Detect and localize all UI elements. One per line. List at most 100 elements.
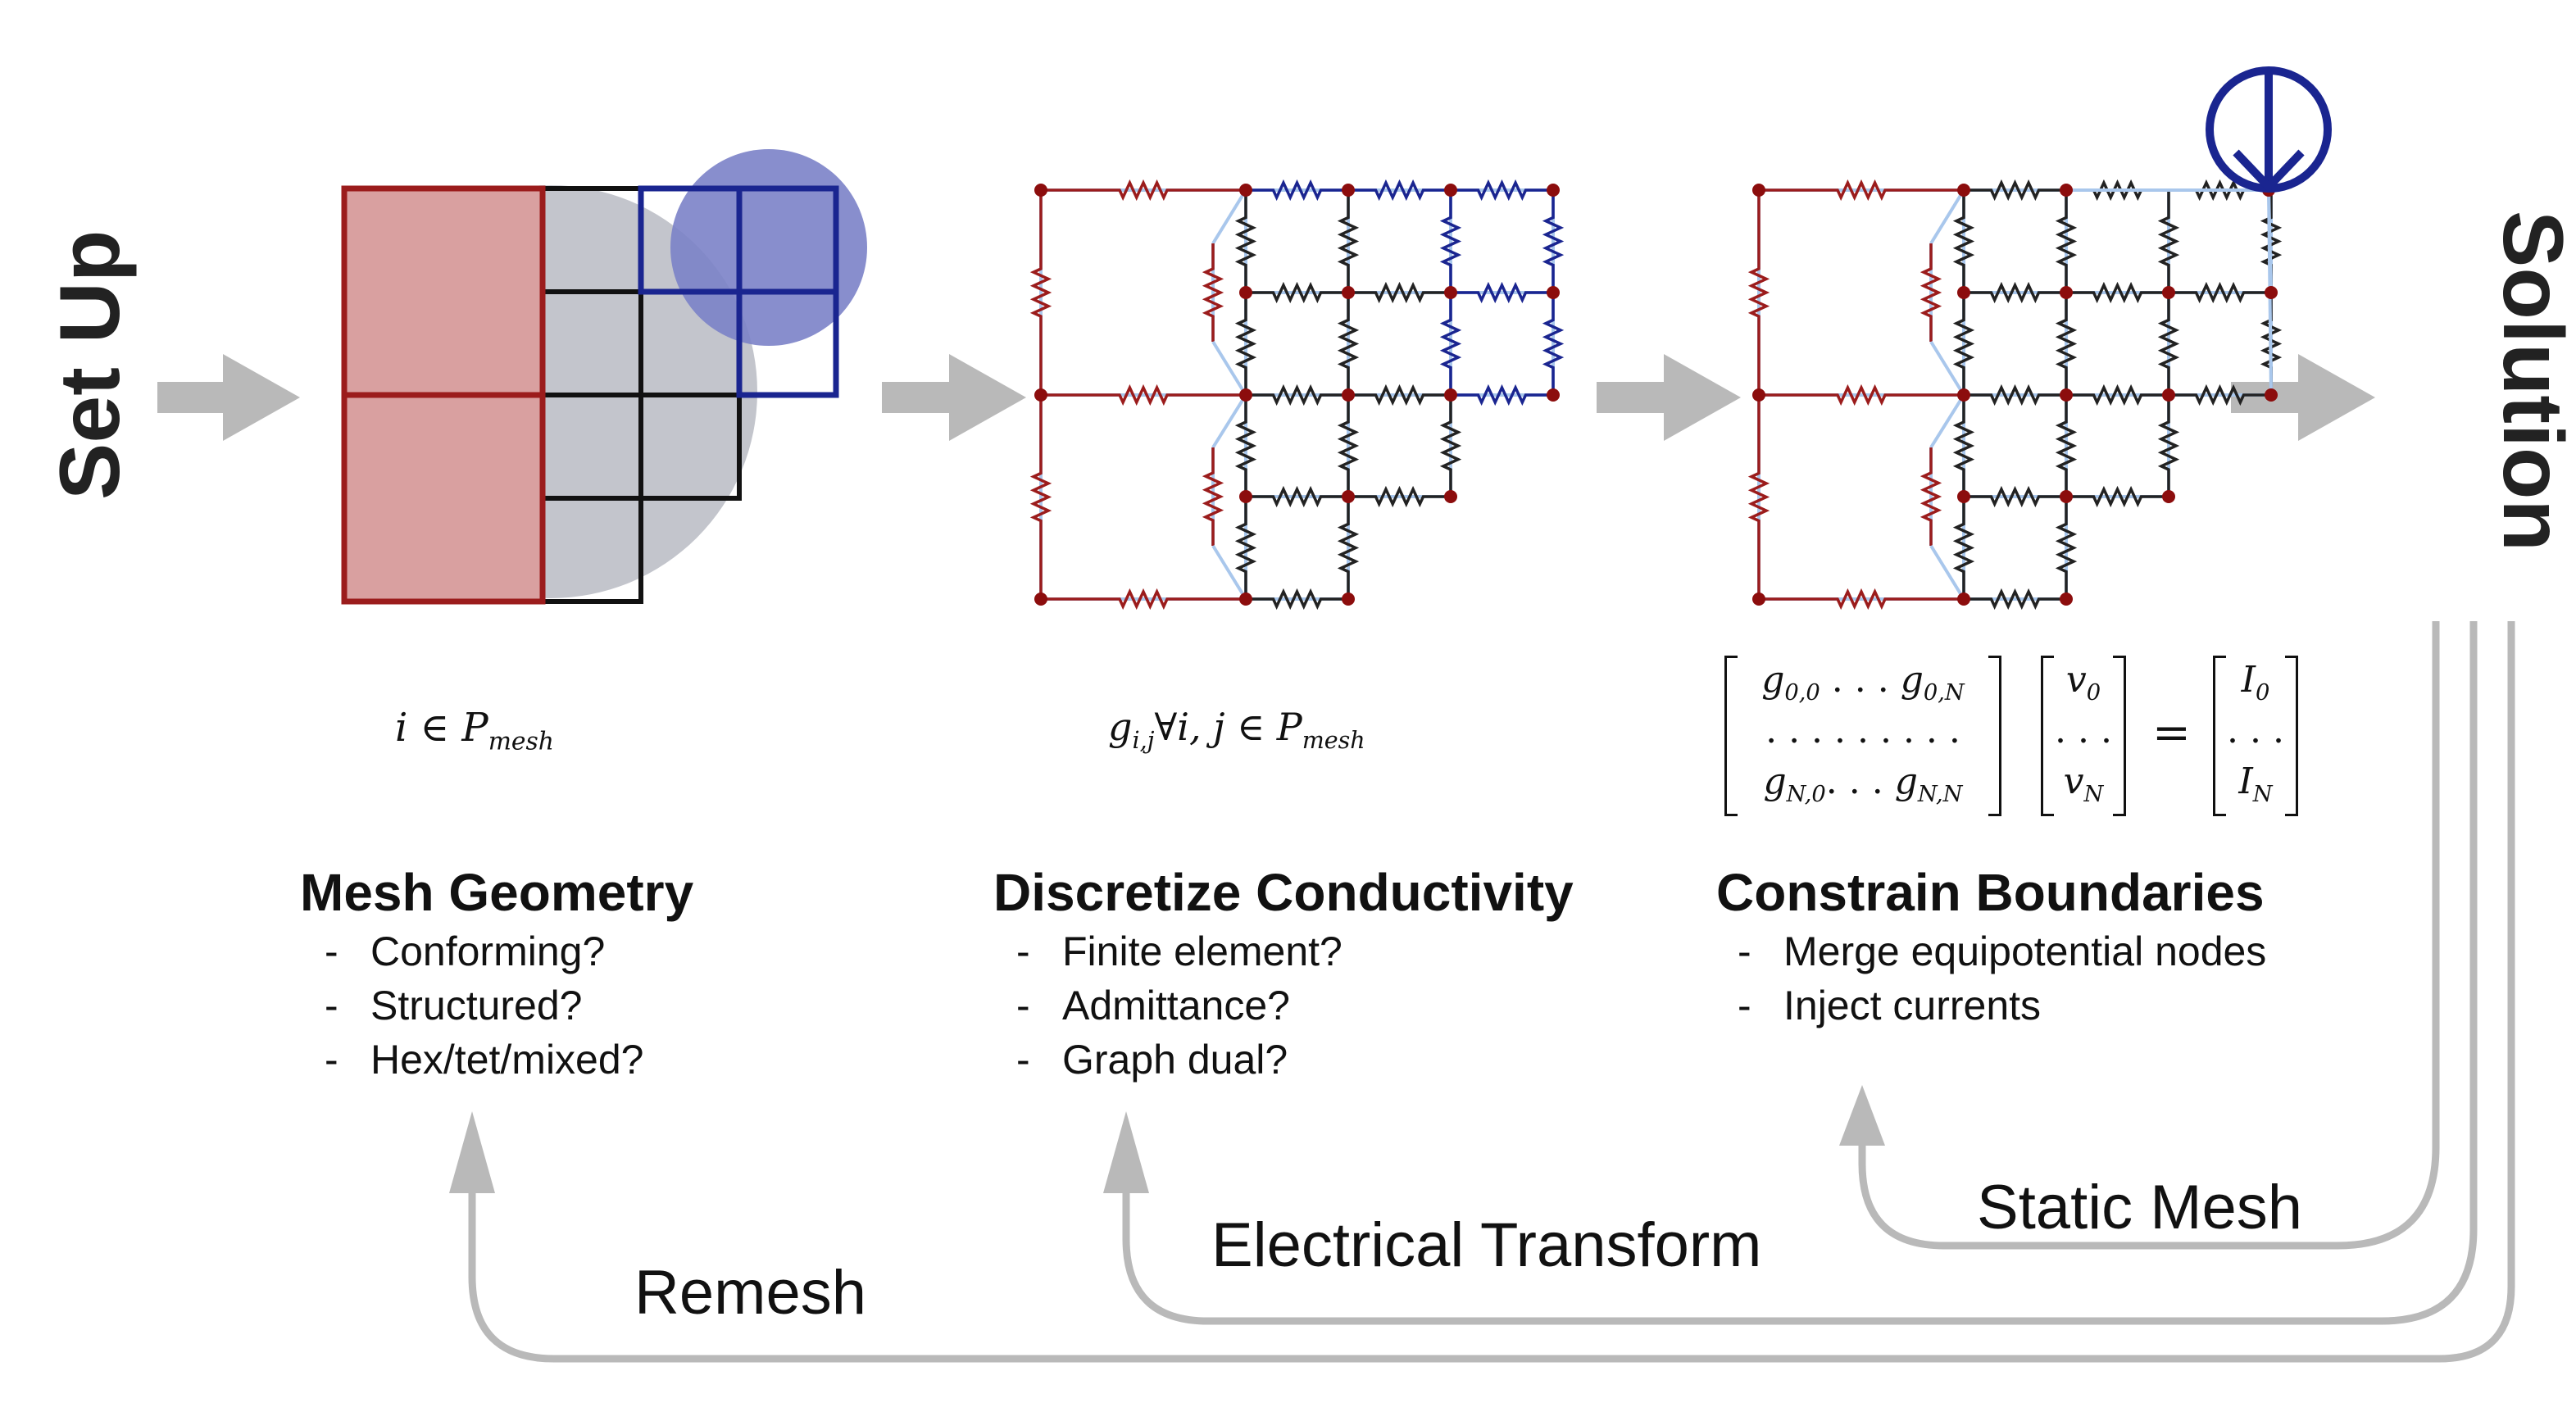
resistor-symbol — [1246, 384, 1348, 406]
resistor-network-discretized — [1029, 179, 1565, 611]
resistor-symbol — [2260, 293, 2283, 395]
network-node — [1444, 388, 1457, 402]
resistor-symbol — [1234, 497, 1257, 599]
step-title-discretize-conductivity: Discretize Conductivity — [993, 863, 1574, 922]
step-bullets-mesh-geometry: -Conforming? -Structured? -Hex/tet/mixed… — [325, 924, 643, 1087]
resistor-symbol — [1542, 293, 1565, 395]
matrix-r3-b: g — [1894, 760, 1918, 802]
wire — [1211, 188, 1247, 245]
resistor-symbol — [1439, 395, 1462, 497]
i-bot-sym: I — [2238, 760, 2253, 802]
network-node — [1342, 184, 1355, 197]
network-node — [1444, 184, 1457, 197]
resistor-symbol — [1337, 395, 1360, 497]
resistor-symbol — [1952, 497, 1975, 599]
bullet-item: -Finite element? — [1016, 928, 1343, 974]
resistor-symbol — [1348, 485, 1451, 508]
resistor-symbol — [1348, 179, 1451, 202]
i-bot: IN — [2213, 760, 2298, 807]
matrix-right-bracket — [1988, 656, 2001, 816]
network-node — [1444, 286, 1457, 299]
cond-expr-g: g — [1108, 705, 1133, 749]
network-node — [2060, 592, 2073, 606]
v-right-bracket — [2113, 656, 2126, 816]
resistor-symbol — [2157, 293, 2180, 395]
electrical-transform-arrowhead — [1103, 1111, 1149, 1193]
network-node — [1752, 388, 1765, 402]
v-top: v0 — [2041, 659, 2126, 706]
resistor-symbol — [1234, 190, 1257, 293]
resistor-symbol — [1234, 293, 1257, 395]
resistor-symbol — [1451, 179, 1553, 202]
network-node — [1239, 388, 1252, 402]
cond-expr-gsub: i,j — [1132, 727, 1155, 755]
loop-label-electrical-transform: Electrical Transform — [1211, 1210, 1762, 1280]
resistor-symbol — [1337, 293, 1360, 395]
matrix-r1-b: g — [1900, 659, 1924, 701]
network-node — [2060, 388, 2073, 402]
wire — [1211, 393, 1247, 449]
network-node — [1034, 184, 1047, 197]
network-node — [1957, 388, 1970, 402]
resistor-symbol — [1029, 190, 1052, 395]
resistor-symbol — [1920, 243, 1942, 342]
resistor-symbol — [1964, 179, 2066, 202]
resistor-symbol — [1759, 179, 1964, 202]
resistor-symbol — [2260, 190, 2283, 293]
resistor-symbol — [1246, 281, 1348, 304]
network-node — [1034, 592, 1047, 606]
resistor-symbol — [1964, 588, 2066, 611]
resistor-symbol — [1964, 281, 2066, 304]
resistor-symbol — [2157, 190, 2180, 293]
bullet-text: Hex/tet/mixed? — [370, 1037, 644, 1083]
resistor-symbol — [1759, 588, 1964, 611]
resistor-symbol — [1337, 190, 1360, 293]
resistor-symbol — [1747, 395, 1770, 599]
resistor-symbol — [1952, 395, 1975, 497]
network-node — [1342, 592, 1355, 606]
network-node — [2060, 184, 2073, 197]
matrix-r1-dots: . . . — [1820, 659, 1901, 701]
network-node — [1957, 286, 1970, 299]
conductance-expression: gi,j∀i, j ∈ Pmesh — [1108, 705, 1365, 754]
remesh-loop — [468, 621, 2515, 1363]
loop-label-remesh: Remesh — [634, 1258, 866, 1328]
matrix-r3-dots: . . . — [1825, 760, 1895, 802]
bullet-item: -Hex/tet/mixed? — [325, 1037, 644, 1083]
resistor-symbol — [2169, 384, 2271, 406]
v-bot-sub: N — [2083, 781, 2104, 807]
wire — [1929, 188, 1965, 245]
step-title-constrain-boundaries: Constrain Boundaries — [1716, 863, 2265, 922]
network-node — [1957, 184, 1970, 197]
flow-arrow-4 — [2231, 354, 2375, 441]
resistor-symbol — [2066, 485, 2169, 508]
resistor-symbol — [1759, 384, 1964, 406]
mesh-geometry-illustration — [341, 149, 867, 605]
resistor-symbol — [1439, 293, 1462, 395]
resistor-network-constrained — [1747, 179, 2283, 611]
resistor-symbol — [2066, 281, 2169, 304]
feedback-loops — [468, 621, 2515, 1363]
network-node — [1752, 592, 1765, 606]
resistor-symbol — [2169, 281, 2271, 304]
resistor-symbol — [2157, 395, 2180, 497]
current-vector: I0 . . . IN — [2213, 656, 2298, 816]
equals-sign: = — [2152, 706, 2191, 760]
resistor-symbol — [1439, 190, 1462, 293]
network-node — [1547, 184, 1560, 197]
resistor-symbol — [2055, 293, 2078, 395]
conductance-matrix: g0,0 . . . g0,N . . . . . . . . . gN,0. … — [1724, 656, 2001, 816]
step-title-mesh-geometry: Mesh Geometry — [300, 863, 694, 922]
v-top-sub: 0 — [2086, 679, 2101, 706]
network-node — [2265, 286, 2278, 299]
resistor-symbol — [1542, 190, 1565, 293]
matrix-left-bracket — [1724, 656, 1738, 816]
remesh-arrowhead — [449, 1111, 495, 1193]
bullet-item: -Inject currents — [1738, 983, 2042, 1028]
resistor-symbol — [1964, 384, 2066, 406]
network-node — [2060, 490, 2073, 503]
resistor-symbol — [1964, 485, 2066, 508]
setup-stage-label: Set Up — [43, 229, 138, 500]
cond-expr-sub: mesh — [1302, 727, 1365, 755]
solution-stage-label: Solution — [2485, 211, 2576, 552]
